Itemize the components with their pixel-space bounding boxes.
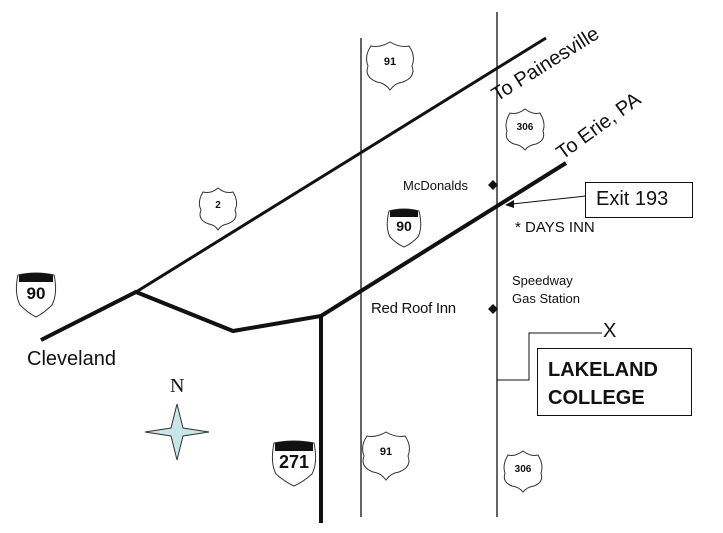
- i-90-road: [40, 161, 568, 342]
- compass-north-label: N: [170, 375, 185, 397]
- exit-arrow-head: [505, 200, 514, 208]
- compass-star-icon: [144, 403, 210, 461]
- lakeland-college-callout: LAKELAND COLLEGE: [537, 348, 692, 416]
- speedway-label-line2: Gas Station: [512, 291, 580, 306]
- i-271-shield-icon: [271, 440, 317, 487]
- route-91-top-shield-number: 91: [383, 56, 397, 68]
- route-306-bottom-shield-number: 306: [514, 464, 532, 475]
- i-90-center-shield-number: 90: [396, 218, 412, 234]
- route-91-bottom-shield-icon: [362, 431, 410, 481]
- exit-193-callout: Exit 193: [585, 182, 693, 218]
- route-306-top-shield-number: 306: [516, 122, 534, 133]
- route-91-top-shield-icon: [366, 41, 414, 91]
- route-91-bottom-shield-number: 91: [379, 446, 393, 458]
- red-roof-inn-marker-icon: [488, 304, 498, 314]
- us-2-shield-icon: [198, 187, 238, 231]
- i-90-west-shield-icon: [15, 272, 57, 318]
- exit-193-label: Exit 193: [596, 188, 669, 210]
- lakeland-college-line2: COLLEGE: [548, 387, 645, 409]
- route-306-bottom-shield-icon: [503, 450, 543, 493]
- destination-x-marker: X: [603, 320, 617, 342]
- us-2-shield-number: 2: [215, 200, 221, 211]
- us-2-road: [135, 36, 547, 294]
- days-inn-label: * DAYS INN: [515, 219, 595, 236]
- i-271-shield-number: 271: [278, 452, 310, 472]
- cleveland-label: Cleveland: [27, 348, 116, 370]
- i-90-west-shield-number: 90: [26, 284, 46, 303]
- speedway-label: Speedway Gas Station: [512, 272, 580, 308]
- speedway-label-line1: Speedway: [512, 273, 573, 288]
- exit-arrow-line: [511, 195, 587, 205]
- lakeland-college-name: LAKELAND COLLEGE: [548, 356, 658, 412]
- lakeland-college-line1: LAKELAND: [548, 359, 658, 381]
- i-90-center-shield-icon: [386, 208, 422, 248]
- mcdonalds-marker-icon: [488, 180, 498, 190]
- red-roof-inn-label: Red Roof Inn: [371, 300, 456, 317]
- route-306-top-shield-icon: [505, 108, 545, 151]
- mcdonalds-label: McDonalds: [403, 178, 469, 193]
- destination-leader-line: [497, 332, 602, 381]
